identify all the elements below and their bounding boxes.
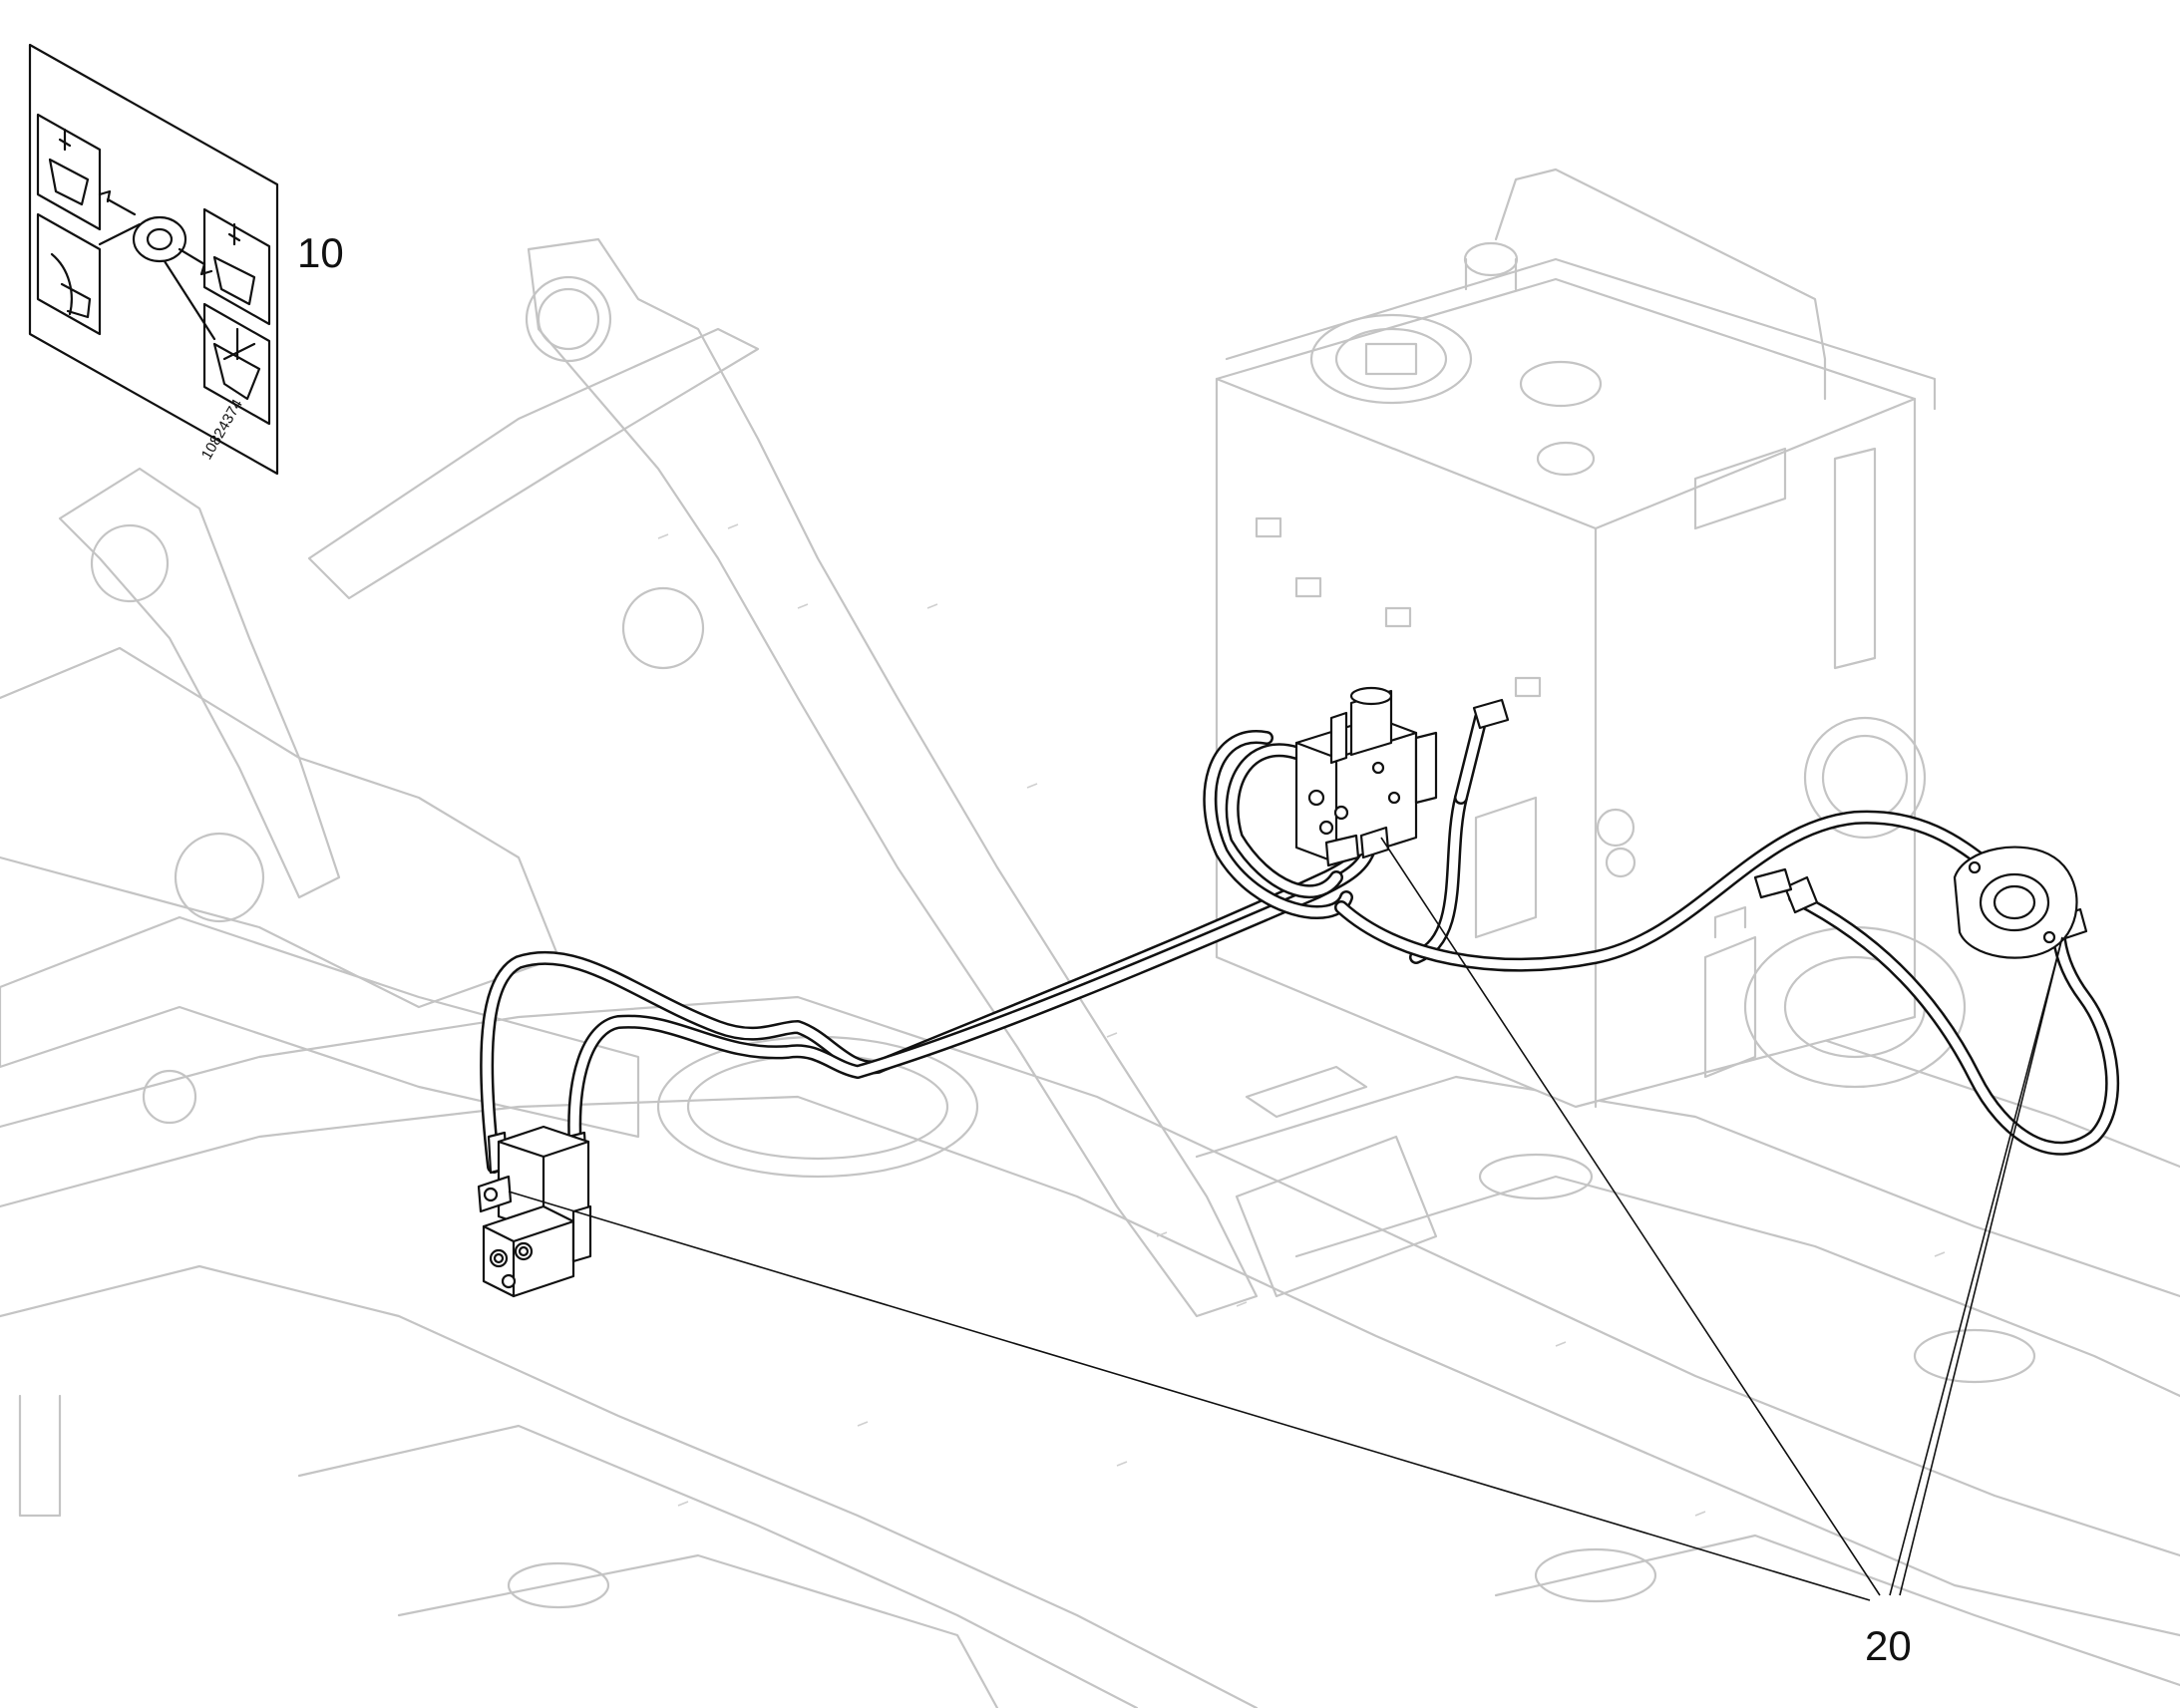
bucket-float-icon bbox=[212, 327, 261, 401]
bucket-tilt-icon bbox=[48, 128, 90, 206]
callout-10: 10 bbox=[297, 229, 344, 276]
machine-frame-icon bbox=[0, 237, 2180, 1708]
horn-icon bbox=[50, 252, 92, 319]
valve-block-icon bbox=[477, 1125, 592, 1298]
bucket-tilt-icon bbox=[212, 222, 256, 306]
hydraulic-tank-icon bbox=[1215, 168, 1967, 1109]
decal: 10824374 bbox=[28, 43, 279, 476]
callout-20: 20 bbox=[1865, 1622, 1912, 1669]
hose-icon bbox=[480, 711, 2120, 1174]
valve-block-icon bbox=[1953, 846, 2078, 959]
control-knob-icon bbox=[98, 189, 216, 341]
leader-lines bbox=[508, 837, 2063, 1601]
